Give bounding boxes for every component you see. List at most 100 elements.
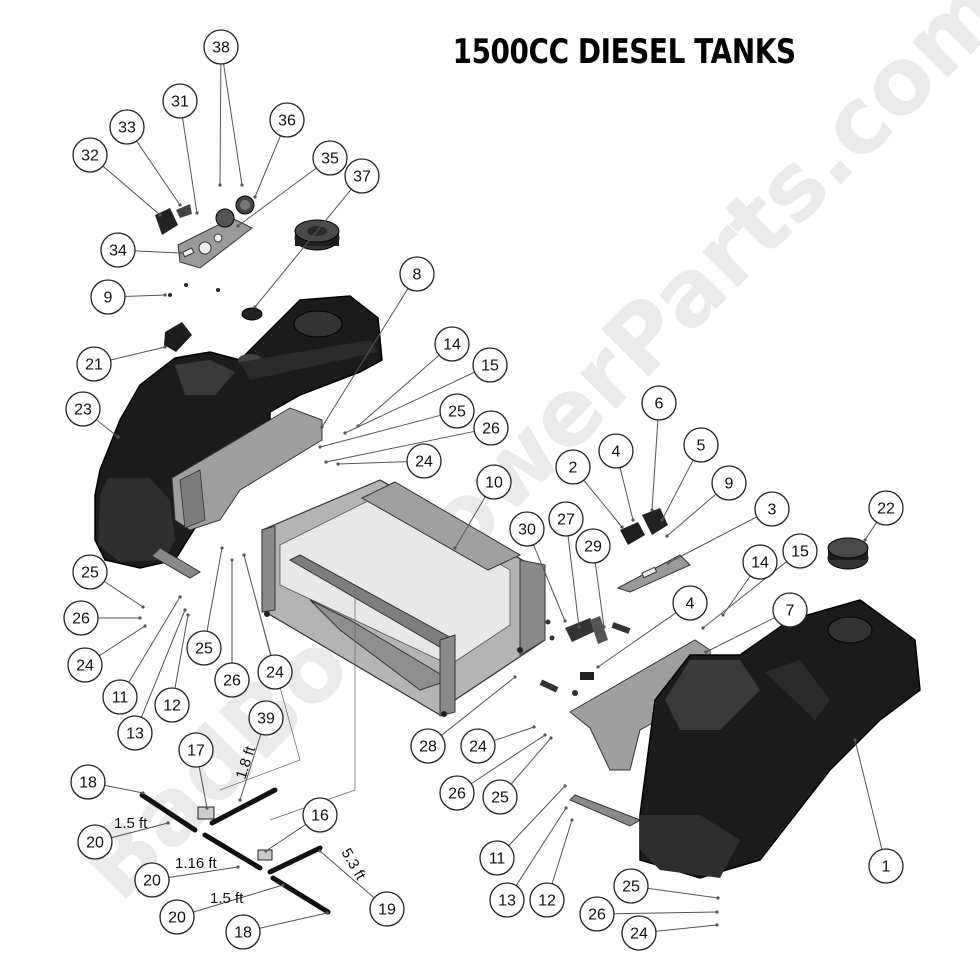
callout-circle [683,427,719,463]
callout-number: 31 [171,94,189,111]
leader-tip [195,211,199,215]
callout-13: 13 [489,882,525,918]
callout-number: 11 [489,851,506,868]
leader-line-20 [168,866,239,878]
leader-line-27 [567,535,580,628]
leader-line-19 [319,850,375,899]
callout-number: 39 [257,711,275,728]
callout-number: 26 [72,611,90,628]
callout-number: 24 [266,665,284,682]
callout-circle [868,848,904,884]
leader-tip [577,625,581,629]
callout-23: 23 [65,391,101,427]
callout-circle [72,554,108,590]
callout-circle [754,491,790,527]
callout-number: 35 [321,151,339,168]
callout-number: 23 [74,402,92,419]
callout-28: 28 [410,728,446,764]
leader-line-11 [128,596,181,683]
callout-number: 20 [143,873,161,890]
callout-number: 25 [491,790,509,807]
callout-29: 29 [575,528,611,564]
leader-line-22 [864,521,878,541]
leader-line-9 [124,294,166,297]
fuel-cap-right [827,537,869,570]
leader-tip [596,665,600,669]
callout-39: 39 [248,700,284,736]
callout-circle [621,915,657,951]
callout-number: 26 [223,673,241,690]
page-title: 1500CC DIESEL TANKS [452,32,796,72]
callout-36: 36 [269,102,305,138]
callout-number: 4 [686,596,695,613]
leader-tip [324,460,328,464]
callout-circle [711,465,747,501]
callout-25: 25 [613,868,649,904]
callout-circle [672,585,708,621]
callout-38: 38 [203,29,239,65]
leader-line-7 [705,617,776,653]
callout-32: 32 [72,137,108,173]
switch-panel [155,195,255,352]
callout-circle [63,600,99,636]
leader-tip [563,619,567,623]
leader-tip [863,538,867,542]
callout-circle [868,490,904,526]
leader-tip [602,625,606,629]
leader-line-26 [470,734,546,785]
callout-5: 5 [683,427,719,463]
callout-circle [473,410,509,446]
callout-number: 18 [234,925,252,942]
callout-15: 15 [782,533,818,569]
callout-9: 9 [711,465,747,501]
leader-line-31 [182,117,198,214]
callout-circle [214,662,250,698]
callout-8: 8 [399,256,435,292]
callout-number: 28 [419,739,437,756]
leader-line-25 [647,887,719,899]
callout-number: 5 [697,438,706,455]
callout-circle [460,728,496,764]
callout-circle [489,882,525,918]
callout-25: 25 [439,393,475,429]
callout-number: 15 [481,358,499,375]
leader-line-36 [254,135,281,198]
callout-25: 25 [482,779,518,815]
leader-line-3 [667,516,758,564]
callout-33: 33 [109,109,145,145]
leader-tip [158,213,162,217]
callout-circle [154,687,190,723]
callout-26: 26 [214,662,250,698]
leader-line-15 [344,371,475,434]
leader-line-25 [103,580,144,608]
callout-circle [72,137,108,173]
leader-line-25 [319,414,441,448]
leader-tip [253,305,257,309]
callout-number: 16 [311,808,329,825]
leader-tip [220,546,224,550]
leader-tip [716,896,720,900]
leader-line-37 [254,188,352,308]
callout-11: 11 [479,840,515,876]
leader-tip [650,508,654,512]
leader-line-2 [583,479,623,528]
callout-number: 26 [482,421,500,438]
callout-7: 7 [772,592,808,628]
leader-line-38 [223,63,243,186]
leader-tip [549,736,553,740]
callout-circle [90,279,126,315]
callout-14: 14 [742,544,778,580]
callout-number: 20 [86,835,104,852]
callout-34: 34 [100,232,136,268]
leader-line-13 [140,609,186,718]
leader-line-12 [551,819,573,884]
leader-tip [205,806,209,810]
callout-number: 15 [791,544,809,561]
leader-tip [666,561,670,565]
leader-line-39 [239,734,262,801]
leader-line-25 [206,547,223,632]
callout-circle [548,501,584,537]
callout-circle [555,449,591,485]
leader-line-33 [136,140,181,206]
callout-number: 13 [126,726,144,743]
